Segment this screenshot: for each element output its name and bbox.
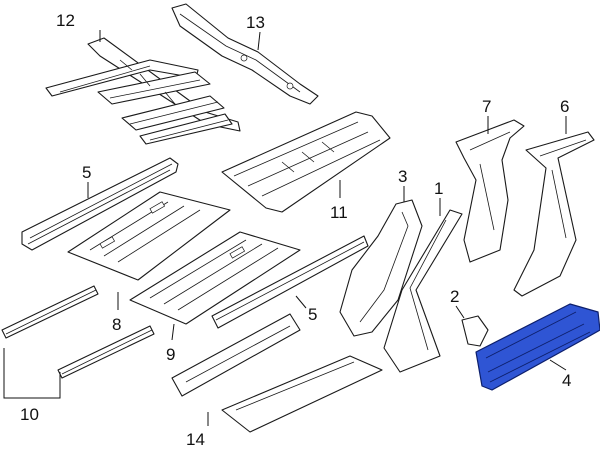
callout-1: 1 <box>434 179 443 198</box>
callout-11: 11 <box>330 203 348 222</box>
callout-13: 13 <box>246 13 265 32</box>
part-9-floor-pan <box>129 231 301 325</box>
callout-6: 6 <box>560 97 569 116</box>
callout-9: 9 <box>166 345 175 364</box>
leader-lines <box>3 30 567 426</box>
part-1-a-pillar <box>383 209 463 373</box>
part-14-extension <box>171 313 383 433</box>
callout-14: 14 <box>186 430 205 449</box>
part-11-tunnel <box>221 111 391 213</box>
part-8-floor-pan <box>67 191 231 281</box>
part-3-hinge-pillar <box>339 199 423 337</box>
callout-3: 3 <box>398 167 407 186</box>
callout-2: 2 <box>450 287 459 306</box>
callouts: 12 13 5 11 8 9 5 10 14 3 1 7 6 2 4 <box>20 11 571 449</box>
part-4-rocker-panel <box>475 303 600 391</box>
part-7-b-pillar-inner <box>455 119 525 263</box>
callout-7: 7 <box>482 97 491 116</box>
part-6-b-pillar-outer <box>513 131 595 297</box>
callout-5-upper: 5 <box>82 163 91 182</box>
part-5-upper-rail <box>21 157 179 251</box>
callout-10: 10 <box>20 405 39 424</box>
callout-5-lower: 5 <box>308 305 317 324</box>
part-5-lower-rail <box>211 235 369 329</box>
callout-12: 12 <box>56 11 75 30</box>
part-10-reinforcements <box>1 285 155 379</box>
part-12-frame <box>45 37 241 145</box>
part-2-bracket <box>461 315 489 347</box>
callout-8: 8 <box>112 315 121 334</box>
callout-4: 4 <box>562 371 571 390</box>
part-13-crossmember <box>171 3 319 105</box>
